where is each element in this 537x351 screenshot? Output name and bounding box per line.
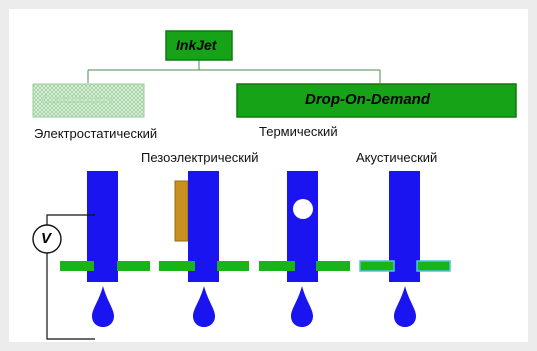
inkjet-label: InkJet — [176, 37, 217, 53]
inkjet-diagram — [32, 30, 517, 340]
electrostatic-plate-right — [117, 261, 150, 271]
drop-on-demand-label: Drop-On-Demand — [305, 91, 430, 108]
acoustic-plate-right — [416, 260, 451, 272]
voltage-symbol: V — [41, 230, 52, 247]
voltmeter-circle — [32, 224, 62, 254]
piezo-plate-right — [217, 261, 249, 271]
electrostatic-label: Электростатический — [34, 126, 158, 141]
electrostatic-drop — [92, 286, 114, 327]
diagram-canvas: InkJet Continuous Drop-On-Demand Электро… — [9, 9, 528, 342]
acoustic-plate-left — [359, 260, 395, 272]
drop-on-demand-box — [236, 83, 517, 118]
piezo-drop — [193, 286, 215, 327]
piezo-element — [174, 180, 189, 242]
electrostatic-plate-left — [60, 261, 94, 271]
thermal-head — [259, 171, 350, 327]
voltage-circuit — [32, 214, 95, 340]
acoustic-drop — [394, 286, 416, 327]
continuous-label: Continuous — [41, 92, 114, 107]
acoustic-label: Акустический — [356, 150, 438, 165]
piezo-plate-left — [159, 261, 195, 271]
electrostatic-head — [60, 171, 150, 327]
thermal-drop — [291, 286, 313, 327]
inkjet-box — [165, 30, 233, 61]
piezo-label: Пезоэлектрический — [141, 150, 259, 165]
tree-connectors — [87, 60, 381, 83]
thermal-plate-left — [259, 261, 295, 271]
thermal-label: Термический — [259, 124, 338, 139]
thermal-bubble — [293, 199, 313, 219]
acoustic-head — [359, 171, 451, 327]
piezo-head — [159, 171, 249, 327]
continuous-box — [32, 83, 145, 118]
thermal-plate-right — [316, 261, 350, 271]
